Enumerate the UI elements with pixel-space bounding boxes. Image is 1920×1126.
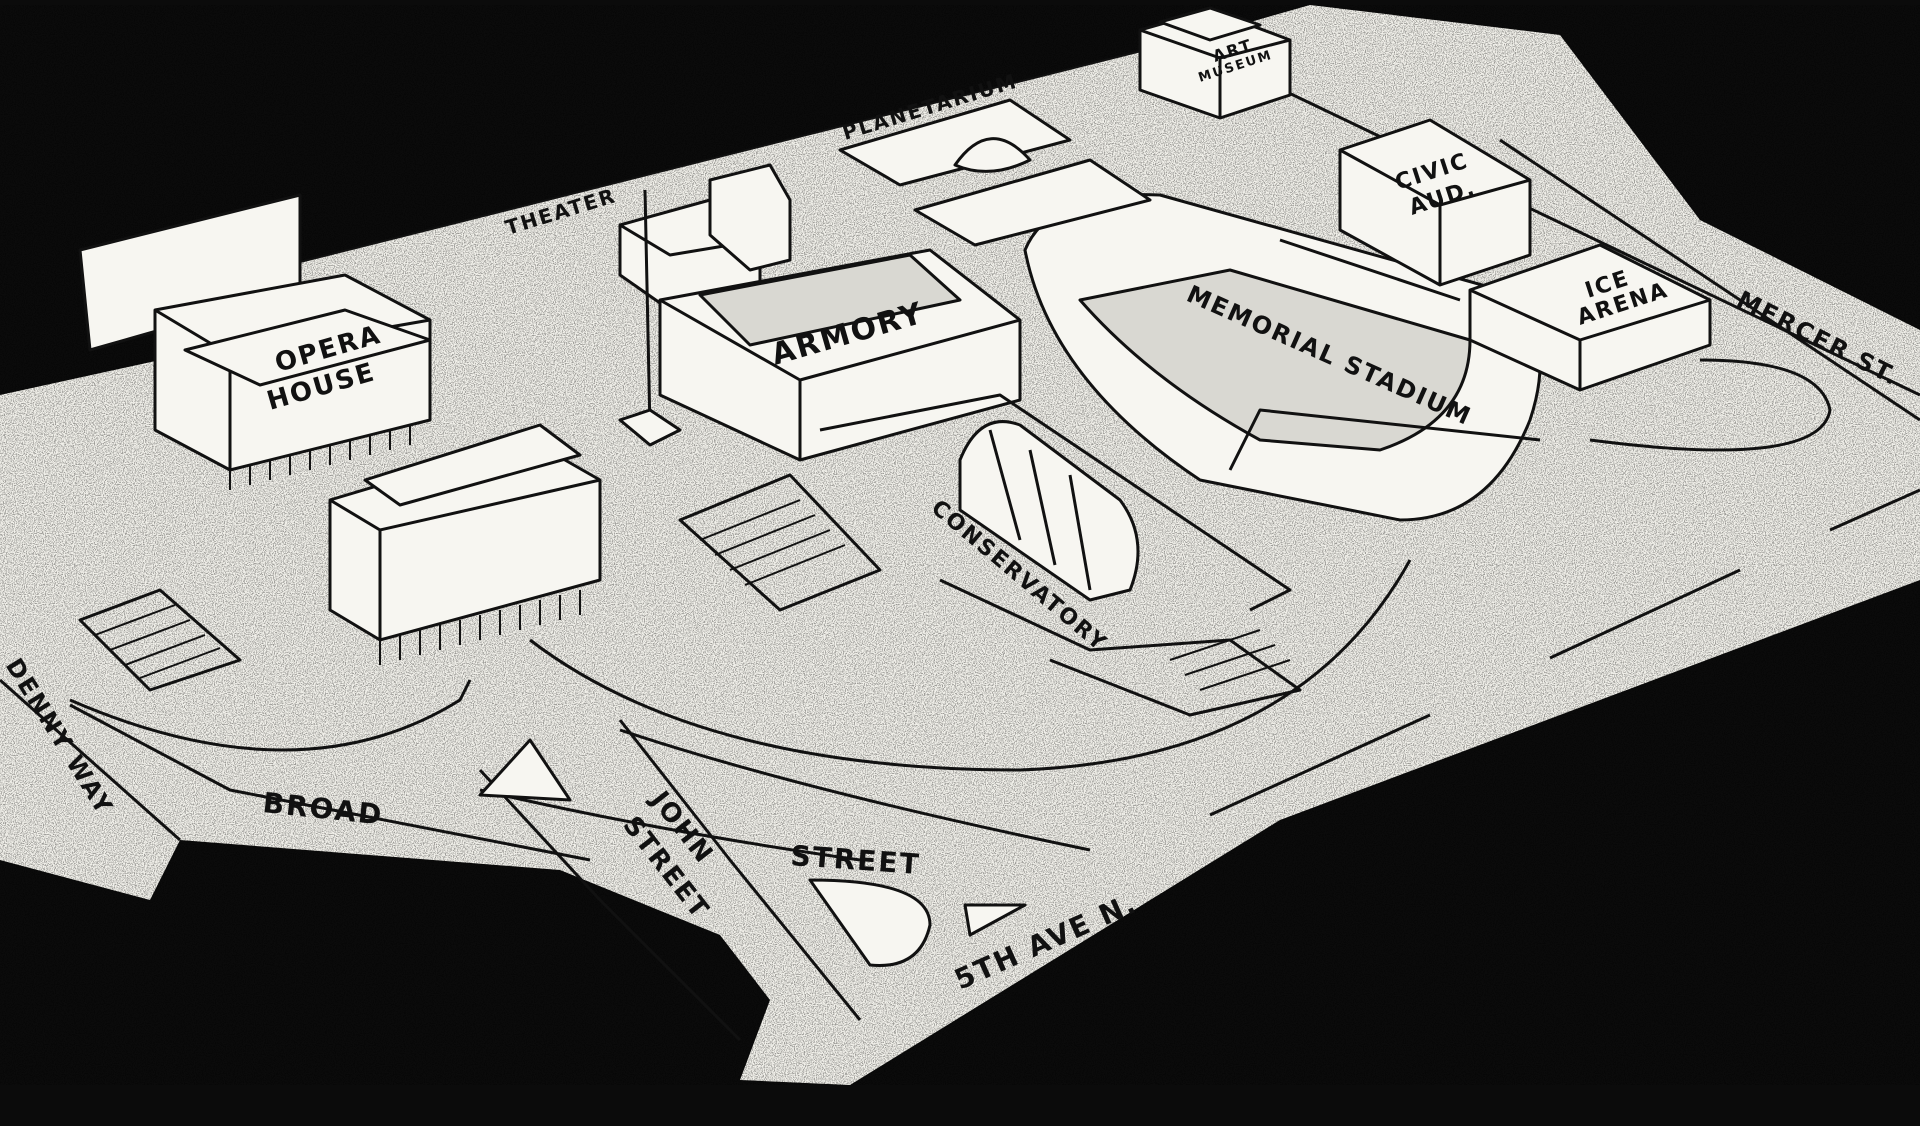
- civic-auditorium: [1338, 118, 1532, 287]
- street-lines: [0, 34, 1920, 1042]
- teardrop-island: [808, 878, 932, 967]
- art-museum: [1138, 6, 1292, 120]
- traffic-island-2: [963, 903, 1027, 937]
- plaza-lawn: [529, 559, 1412, 772]
- ice-arena: [1468, 243, 1712, 392]
- front-building: [328, 423, 602, 665]
- planetarium: [838, 98, 1152, 247]
- conservatory: [958, 420, 1140, 602]
- flagpole: [618, 189, 682, 447]
- west-stairs: [78, 588, 242, 692]
- theater: [618, 163, 792, 312]
- memorial-stadium: [1023, 193, 1542, 522]
- traffic-island-1: [478, 738, 572, 802]
- stadium-south-lawn: [1589, 358, 1832, 452]
- opera-house: [78, 193, 432, 490]
- west-curve: [69, 679, 472, 752]
- terraces: [678, 393, 1302, 717]
